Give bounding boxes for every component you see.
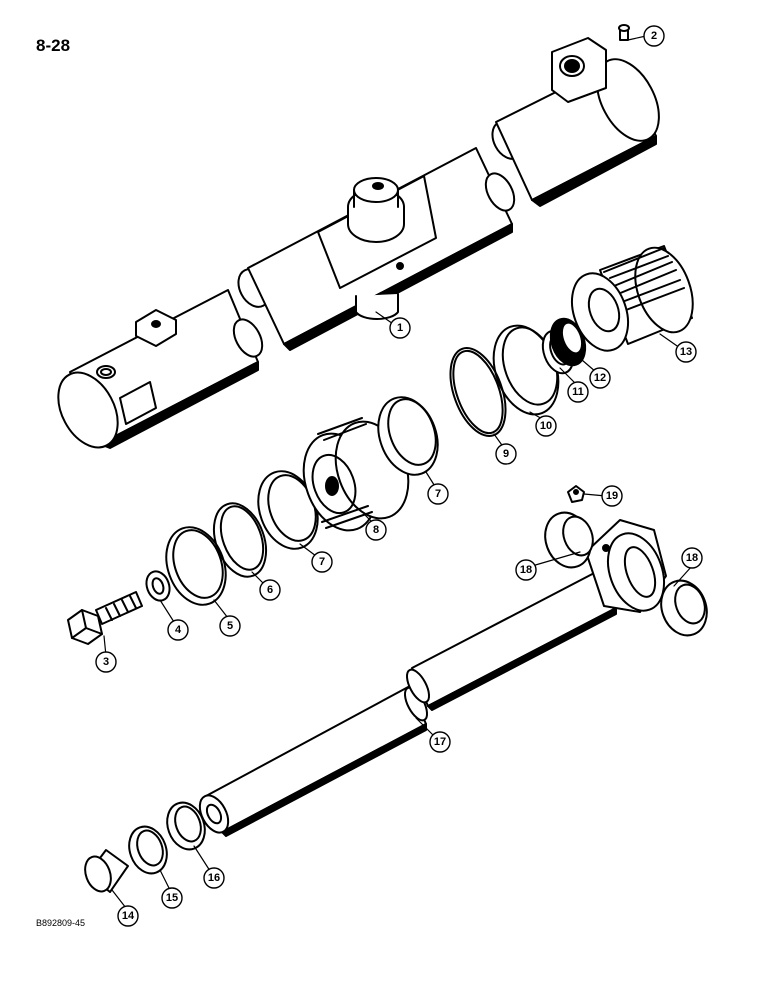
callout-6-label: 6	[267, 584, 273, 596]
callout-10: 10	[535, 415, 557, 437]
callout-7a-label: 7	[319, 556, 325, 568]
piston-ring-6	[212, 502, 268, 578]
callout-3-label: 3	[103, 656, 109, 668]
callout-10-label: 10	[540, 420, 552, 432]
callout-8-label: 8	[373, 524, 379, 536]
wear-ring-7b	[377, 396, 439, 476]
callout-4-label: 4	[175, 624, 182, 636]
callout-2-label: 2	[651, 30, 657, 42]
callout-19: 19	[601, 485, 623, 507]
gland	[570, 245, 694, 352]
callout-9: 9	[495, 443, 517, 465]
callout-15-label: 15	[166, 892, 178, 904]
piston-rod	[198, 519, 667, 837]
o-ring	[449, 347, 507, 437]
rod-seal	[549, 317, 587, 367]
callout-18a: 18	[515, 559, 537, 581]
callout-7b: 7	[427, 483, 449, 505]
wiper-14	[84, 849, 129, 893]
callout-3: 3	[95, 651, 117, 673]
callouts: 1 2 3 4 5 6 7 8 7 9 10 11 12 13 14 15 16…	[95, 25, 703, 927]
callout-13-label: 13	[680, 346, 692, 358]
bushing-18a	[544, 511, 594, 569]
callout-4: 4	[167, 619, 189, 641]
piston-seal-5	[165, 526, 227, 606]
callout-9-label: 9	[503, 448, 509, 460]
callout-17: 17	[429, 731, 451, 753]
callout-2: 2	[643, 25, 665, 47]
callout-14-label: 14	[122, 910, 135, 922]
callout-19-label: 19	[606, 490, 618, 502]
bushing-18b	[660, 579, 708, 637]
callout-5: 5	[219, 615, 241, 637]
callout-7a: 7	[311, 551, 333, 573]
page-number: 8-28	[36, 36, 71, 55]
piston-nut-bolt	[67, 591, 143, 645]
drawing-code: B892809-45	[36, 918, 86, 928]
callout-18b: 18	[681, 547, 703, 569]
callout-7b-label: 7	[435, 488, 441, 500]
callout-1-label: 1	[397, 322, 403, 334]
cylinder-barrel	[57, 37, 660, 449]
callout-11: 11	[567, 381, 589, 403]
grease-fitting	[618, 24, 630, 41]
rod-seal-16	[166, 801, 206, 851]
callout-18a-label: 18	[520, 564, 532, 576]
washer	[145, 570, 171, 602]
callout-16: 16	[203, 867, 225, 889]
callout-13: 13	[675, 341, 697, 363]
callout-16-label: 16	[208, 872, 220, 884]
callout-14: 14	[117, 905, 139, 927]
callout-6: 6	[259, 579, 281, 601]
callout-15: 15	[161, 887, 183, 909]
callout-5-label: 5	[227, 620, 233, 632]
callout-11-label: 11	[572, 386, 584, 398]
grease-fitting-19	[567, 485, 585, 503]
retainer-15	[128, 825, 168, 875]
callout-12-label: 12	[594, 372, 606, 384]
callout-12: 12	[589, 367, 611, 389]
callout-18b-label: 18	[686, 552, 698, 564]
callout-1: 1	[389, 317, 411, 339]
callout-17-label: 17	[434, 736, 446, 748]
callout-8: 8	[365, 519, 387, 541]
